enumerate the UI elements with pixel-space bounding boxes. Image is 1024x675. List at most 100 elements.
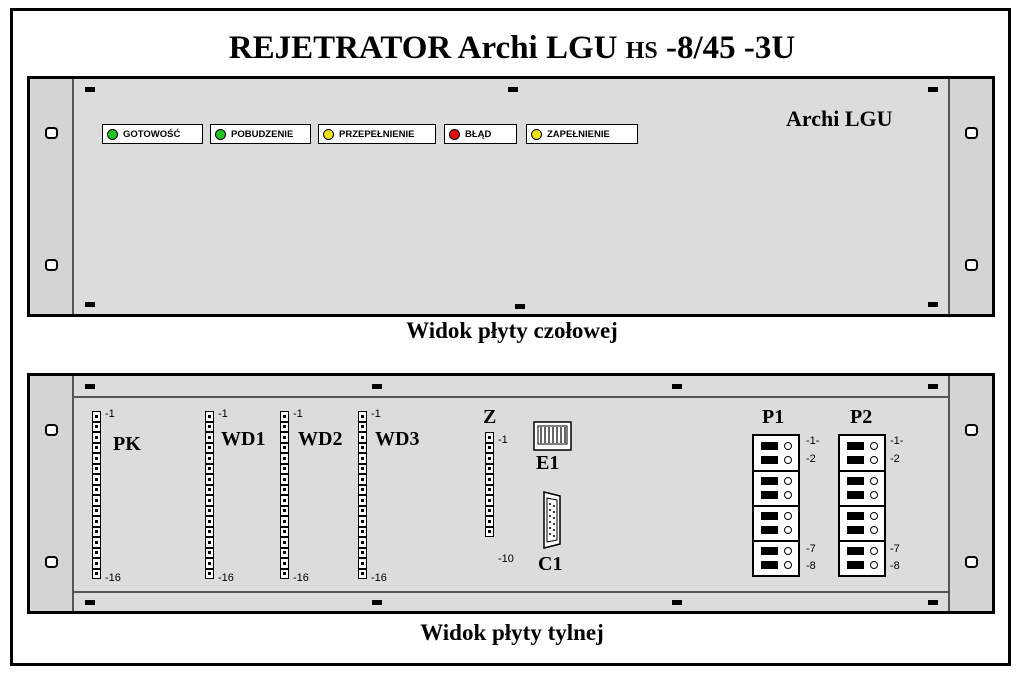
terminal-pin [92,442,101,453]
terminal-pin [92,421,101,432]
terminal-pin [485,495,494,506]
terminal-pin [485,516,494,527]
rear-right-ear [948,376,992,611]
title-hs: HS [625,38,658,64]
terminal-pin [205,484,214,495]
terminal-screw-icon [870,526,878,534]
terminal-contact [847,456,864,464]
terminal-pin-label: -1- [890,435,904,447]
terminal-pin [205,463,214,474]
terminal-screw-icon [784,547,792,555]
terminal-pin [205,421,214,432]
pin-first-label: -1 [218,408,228,420]
front-left-ear [30,79,74,314]
rj-port-icon [533,421,572,451]
terminal-pin [205,526,214,537]
mount-hole [965,259,978,271]
terminal-pin-label: -1- [806,435,820,447]
terminal-pin [92,474,101,485]
terminal-contact [761,456,778,464]
dsub-connector-icon [543,491,561,549]
terminal-pin [485,463,494,474]
pin-first-label: -1 [105,408,115,420]
bottom-rail [72,591,950,593]
terminal-pin [280,484,289,495]
terminal-contact [847,547,864,555]
status-led-icon [107,128,118,140]
connector-wd2-label: WD2 [298,428,343,450]
led-zapelnienie: ZAPEŁNIENIE [526,124,638,144]
status-led-icon [323,128,334,140]
terminal-pin [358,463,367,474]
terminal-contact [761,491,778,499]
screw [928,302,938,307]
terminal-screw-icon [870,561,878,569]
terminal-contact [761,561,778,569]
screw [928,87,938,92]
connector-wd2-strip [280,411,291,579]
terminal-pin [485,474,494,485]
connector-wd3-label: WD3 [375,428,420,450]
terminal-pin-label: -7 [806,543,816,555]
terminal-contact [847,477,864,485]
led-blad: BŁĄD [444,124,517,144]
mount-hole [45,424,58,436]
terminal-pin [280,516,289,527]
terminal-screw-icon [870,491,878,499]
screw [372,600,382,605]
terminal-contact [761,512,778,520]
led-przepelnienie: PRZEPEŁNIENIE [318,124,436,144]
terminal-screw-icon [784,477,792,485]
terminal-pin-label: -2 [806,453,816,465]
terminal-screw-icon [784,526,792,534]
terminal-pin [358,474,367,485]
terminal-pin [280,463,289,474]
terminal-pin [92,526,101,537]
terminal-pin [485,526,494,537]
connector-wd1-label: WD1 [221,428,266,450]
screw [85,384,95,389]
terminal-pin-label: -7 [890,543,900,555]
port-e1-label: E1 [536,452,560,474]
terminal-pin [92,505,101,516]
connector-pk-strip [92,411,103,579]
led-label: ZAPEŁNIENIE [547,128,610,140]
terminal-contact [761,526,778,534]
terminal-pin [92,537,101,548]
terminal-pin [280,526,289,537]
terminal-pin-label: -8 [890,560,900,572]
terminal-segment [840,436,884,472]
terminal-contact [847,512,864,520]
front-panel [27,76,995,317]
terminal-pin [280,421,289,432]
terminal-pin [485,453,494,464]
terminal-pin [92,463,101,474]
terminal-contact [847,491,864,499]
terminal-pin [205,474,214,485]
mount-hole [965,424,978,436]
terminal-pin-label: -2 [890,453,900,465]
terminal-pin [205,453,214,464]
led-label: POBUDZENIE [231,128,294,140]
terminal-pin [358,547,367,558]
terminal-pin [92,411,101,422]
mount-hole [45,259,58,271]
terminal-pin [92,484,101,495]
front-right-ear [948,79,992,314]
top-rail [72,396,950,398]
terminal-screw-icon [784,491,792,499]
terminal-pin [358,495,367,506]
led-label: BŁĄD [465,128,492,140]
terminal-contact [761,442,778,450]
screw [372,384,382,389]
terminal-pin [205,547,214,558]
terminal-pin [280,505,289,516]
led-label: GOTOWOŚĆ [123,128,181,140]
screw [928,384,938,389]
screw [85,87,95,92]
mount-hole [965,127,978,139]
led-label: PRZEPEŁNIENIE [339,128,415,140]
connector-pk-label: PK [113,433,141,455]
screw [85,600,95,605]
terminal-screw-icon [870,547,878,555]
